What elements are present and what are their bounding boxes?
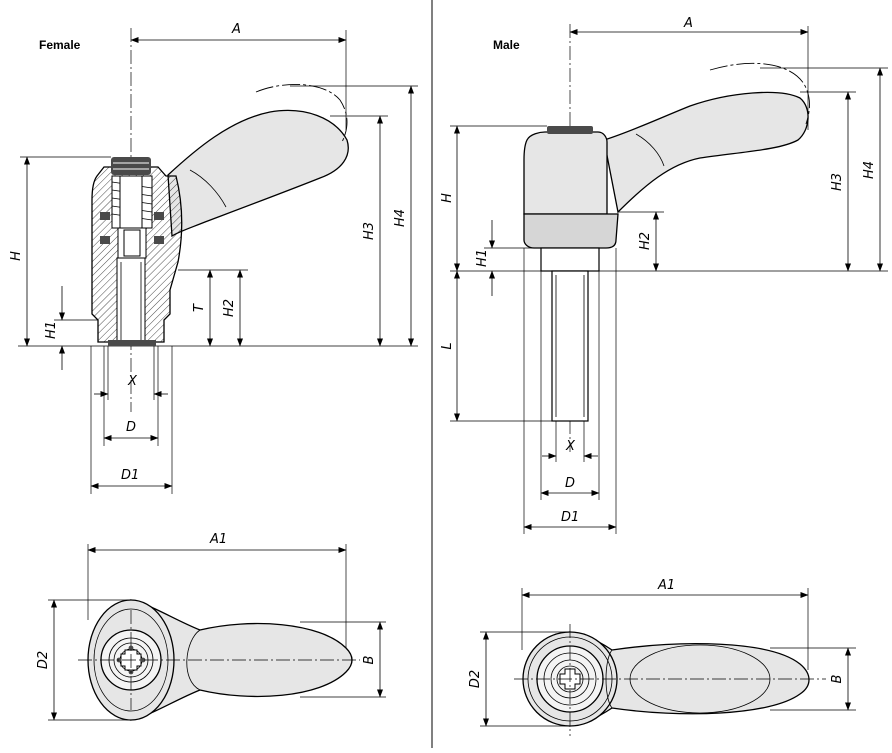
male-dim-H1: H1	[475, 249, 490, 267]
female-dim-H4: H4	[393, 209, 408, 227]
female-dim-A1: A1	[209, 532, 227, 547]
male-dim-H2: H2	[638, 232, 653, 250]
female-dim-D2: D2	[36, 651, 51, 669]
male-dim-L: L	[440, 342, 455, 349]
female-top-cap	[111, 157, 151, 175]
male-top-view: A1 D2 B	[468, 578, 856, 736]
female-panel-title: Female	[39, 38, 81, 52]
male-dim-X: X	[565, 439, 576, 454]
female-dim-D1: D1	[121, 468, 139, 483]
female-dim-H2: H2	[222, 299, 237, 317]
female-dim-T: T	[192, 303, 207, 312]
male-dim-D2: D2	[468, 670, 483, 688]
male-dim-A1: A1	[657, 578, 675, 593]
female-dim-H: H	[9, 251, 24, 261]
female-top-view: A1 D2 B	[36, 532, 386, 721]
male-lever-arm	[603, 91, 809, 214]
male-hub-body	[523, 131, 608, 215]
male-side-view: A H H1 H2 H3 H4 L	[440, 16, 888, 534]
female-dim-B: B	[362, 655, 377, 664]
male-lever-phantom	[709, 62, 810, 125]
male-dim-D1: D1	[561, 510, 579, 525]
male-threaded-stud	[551, 270, 589, 422]
male-dim-H3: H3	[830, 173, 845, 191]
male-dim-B: B	[830, 674, 845, 683]
female-dim-X: X	[127, 374, 138, 389]
female-side-view: A H H1 T H2 H3 H4	[9, 22, 418, 494]
male-dim-H4: H4	[862, 161, 877, 179]
female-dim-H3: H3	[362, 222, 377, 240]
female-lever-arm	[167, 109, 349, 238]
male-panel-title: Male	[493, 38, 520, 52]
male-dim-H: H	[440, 193, 455, 203]
male-dim-A: A	[683, 16, 693, 31]
female-dim-D: D	[126, 420, 136, 435]
female-dim-A: A	[231, 22, 241, 37]
male-top-cap	[547, 126, 593, 134]
male-dim-D: D	[565, 476, 575, 491]
female-dim-H1: H1	[44, 321, 59, 339]
